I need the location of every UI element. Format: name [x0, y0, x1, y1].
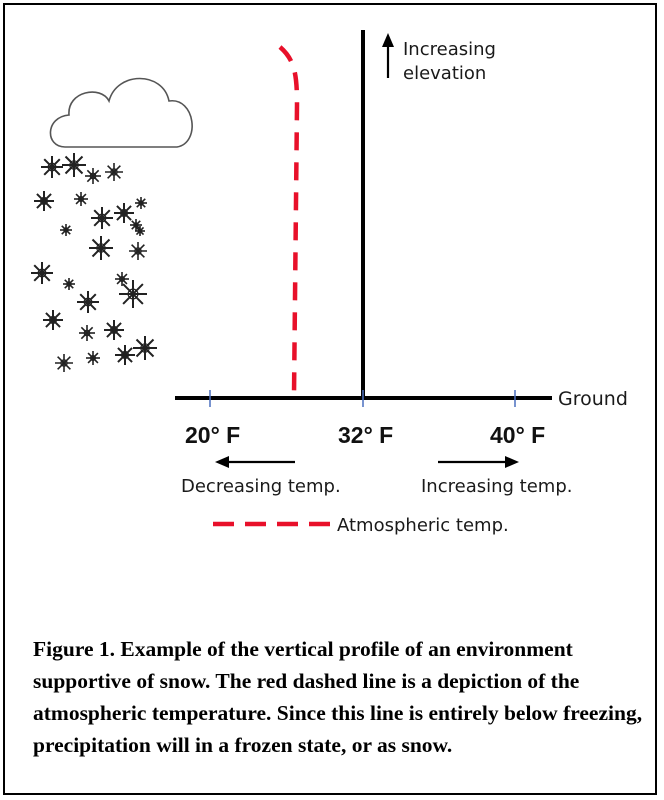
decreasing-label: Decreasing temp. — [181, 476, 341, 497]
snowflake-icon — [89, 236, 113, 260]
snowflake-icon — [79, 325, 95, 341]
tick-label-32: 32° F — [338, 422, 393, 448]
snowflake-icon — [114, 203, 134, 223]
decreasing-arrowhead-icon — [215, 456, 229, 468]
figure-caption: Figure 1. Example of the vertical profil… — [33, 637, 643, 757]
increasing-label: Increasing temp. — [421, 476, 572, 497]
snow-profile-diagram: Increasing elevation Ground 20° F 32° F … — [31, 30, 628, 536]
snowflake-icon — [133, 336, 157, 360]
snowflake-icon — [104, 320, 124, 340]
tick-label-40: 40° F — [490, 422, 545, 448]
elevation-label-line1: Increasing — [403, 39, 496, 60]
legend-label: Atmospheric temp. — [337, 515, 509, 536]
snowflake-icon — [63, 278, 75, 290]
snowflake-icon — [105, 163, 123, 181]
snowflake-icon — [135, 197, 147, 209]
snowflake-icon — [129, 242, 147, 260]
ground-label: Ground — [558, 388, 628, 410]
snowflakes-group — [31, 153, 157, 372]
snowflake-icon — [119, 280, 147, 308]
tick-label-20: 20° F — [185, 422, 240, 448]
snowflake-icon — [115, 345, 135, 365]
snowflake-icon — [74, 192, 88, 206]
snowflake-icon — [135, 226, 145, 236]
increasing-arrowhead-icon — [505, 456, 519, 468]
elevation-arrowhead-icon — [382, 33, 394, 47]
atmospheric-temp-profile — [278, 45, 300, 396]
snowflake-icon — [62, 153, 86, 177]
snowflake-icon — [43, 310, 63, 330]
figure-frame: Increasing elevation Ground 20° F 32° F … — [3, 3, 657, 795]
snowflake-icon — [86, 351, 100, 365]
snowflake-icon — [34, 191, 54, 211]
snowflake-icon — [130, 219, 142, 231]
snowflake-icon — [60, 224, 72, 236]
snowflake-icon — [85, 168, 101, 184]
snowflake-icon — [41, 156, 63, 178]
snowflake-icon — [31, 262, 53, 284]
snowflake-icon — [115, 272, 129, 286]
snowflake-icon — [55, 354, 73, 372]
cloud-icon — [49, 77, 193, 148]
snowflake-icon — [91, 207, 113, 229]
elevation-label-line2: elevation — [403, 63, 486, 84]
snowflake-icon — [77, 291, 99, 313]
